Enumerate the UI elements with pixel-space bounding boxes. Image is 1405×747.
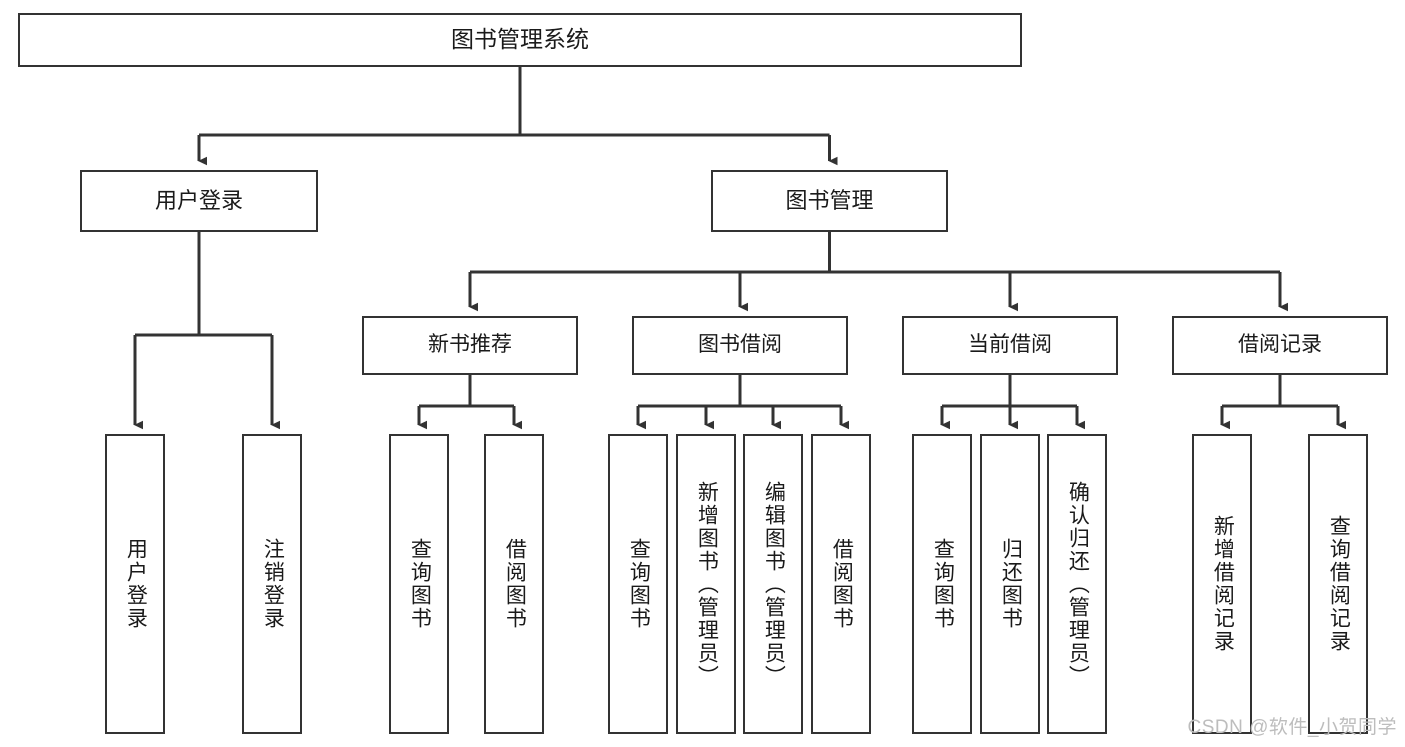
node-leaf-return-book[interactable]: 归还图书 bbox=[980, 434, 1040, 734]
node-leaf-query-book-cur[interactable]: 查询图书 bbox=[912, 434, 972, 734]
node-leaf-return-book-label: 归还图书 bbox=[999, 538, 1023, 630]
node-borrow-record[interactable]: 借阅记录 bbox=[1172, 316, 1388, 375]
node-leaf-borrow-book[interactable]: 借阅图书 bbox=[811, 434, 871, 734]
node-leaf-query-book-borrow[interactable]: 查询图书 bbox=[608, 434, 668, 734]
node-leaf-logout[interactable]: 注销登录 bbox=[242, 434, 302, 734]
node-leaf-user-login-label: 用户登录 bbox=[124, 538, 148, 630]
node-user-login-label: 用户登录 bbox=[154, 188, 243, 214]
node-leaf-borrow-book-label: 借阅图书 bbox=[830, 538, 854, 630]
node-leaf-query-book-borrow-label: 查询图书 bbox=[627, 538, 651, 630]
node-leaf-query-book-cur-label: 查询图书 bbox=[931, 538, 955, 630]
node-root[interactable]: 图书管理系统 bbox=[18, 13, 1022, 67]
node-leaf-confirm-return-admin-label: 确认归还（管理员） bbox=[1066, 480, 1090, 688]
watermark-label: CSDN @软件_小贺同学 bbox=[1187, 717, 1397, 738]
node-book-manage-label: 图书管理 bbox=[785, 188, 874, 214]
node-user-login[interactable]: 用户登录 bbox=[80, 170, 318, 232]
node-current-borrow[interactable]: 当前借阅 bbox=[902, 316, 1118, 375]
node-leaf-add-book-admin-label: 新增图书（管理员） bbox=[695, 480, 719, 688]
node-leaf-add-borrow-record[interactable]: 新增借阅记录 bbox=[1192, 434, 1252, 734]
node-leaf-query-book-rec-label: 查询图书 bbox=[408, 538, 432, 630]
node-current-borrow-label: 当前借阅 bbox=[968, 333, 1052, 357]
node-leaf-logout-label: 注销登录 bbox=[261, 538, 285, 630]
node-borrow-record-label: 借阅记录 bbox=[1238, 333, 1322, 357]
node-leaf-add-book-admin[interactable]: 新增图书（管理员） bbox=[676, 434, 736, 734]
node-leaf-query-borrow-record-label: 查询借阅记录 bbox=[1327, 515, 1351, 653]
node-book-manage[interactable]: 图书管理 bbox=[711, 170, 948, 232]
node-leaf-query-book-rec[interactable]: 查询图书 bbox=[389, 434, 449, 734]
node-leaf-edit-book-admin[interactable]: 编辑图书（管理员） bbox=[743, 434, 803, 734]
node-leaf-edit-book-admin-label: 编辑图书（管理员） bbox=[762, 480, 786, 688]
node-leaf-borrow-book-rec-label: 借阅图书 bbox=[503, 538, 527, 630]
node-book-borrow[interactable]: 图书借阅 bbox=[632, 316, 848, 375]
node-leaf-query-borrow-record[interactable]: 查询借阅记录 bbox=[1308, 434, 1368, 734]
node-leaf-borrow-book-rec[interactable]: 借阅图书 bbox=[484, 434, 544, 734]
node-new-book-recommend[interactable]: 新书推荐 bbox=[362, 316, 578, 375]
node-leaf-user-login[interactable]: 用户登录 bbox=[105, 434, 165, 734]
node-root-label: 图书管理系统 bbox=[451, 26, 589, 53]
node-leaf-confirm-return-admin[interactable]: 确认归还（管理员） bbox=[1047, 434, 1107, 734]
node-book-borrow-label: 图书借阅 bbox=[698, 333, 782, 357]
node-leaf-add-borrow-record-label: 新增借阅记录 bbox=[1211, 515, 1235, 653]
node-new-book-recommend-label: 新书推荐 bbox=[428, 333, 512, 357]
